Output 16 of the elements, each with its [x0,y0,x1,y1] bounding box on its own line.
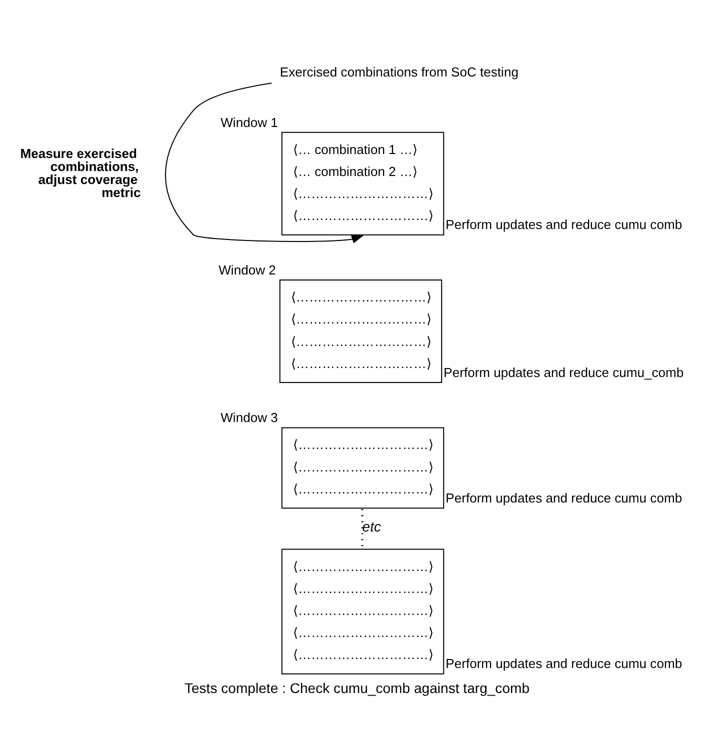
node-label: Window 1 [220,114,278,130]
arrow [165,82,364,243]
node-label: Perform updates and reduce cumu comb [446,490,682,505]
node-box: ⟨… combination 1 …⟩ ⟨… combination 2 …⟩ ⟨…………………………⟩ ⟨…………………………⟩ [281,131,444,235]
node-label: Window 3 [220,410,278,425]
label: Measure exercised combinations, adjust coverage metric [20,145,141,200]
node-box: ⟨…………………………⟩ ⟨…………………………⟩ ⟨…………………………⟩ [281,426,444,508]
node-box: ⟨…………………………⟩ ⟨…………………………⟩ ⟨…………………………⟩ ⟨…………………………⟩ [279,279,442,383]
node-box: ⟨…………………………⟩ ⟨…………………………⟩ ⟨…………………………⟩ ⟨…………………………⟩ ⟨…………………………⟩ [281,548,444,674]
caption: Tests complete : Check cumu_comb against targ_comb [184,680,530,696]
node-label: Perform updates and reduce cumu comb [446,656,682,671]
node-text: Exercised combinations from SoC testing [280,64,518,80]
node-label: Perform updates and reduce cumu comb [446,216,682,232]
edge-label: etc [362,518,382,534]
node-label: Perform updates and reduce cumu_comb [444,364,684,380]
node-label: Window 2 [218,262,276,277]
